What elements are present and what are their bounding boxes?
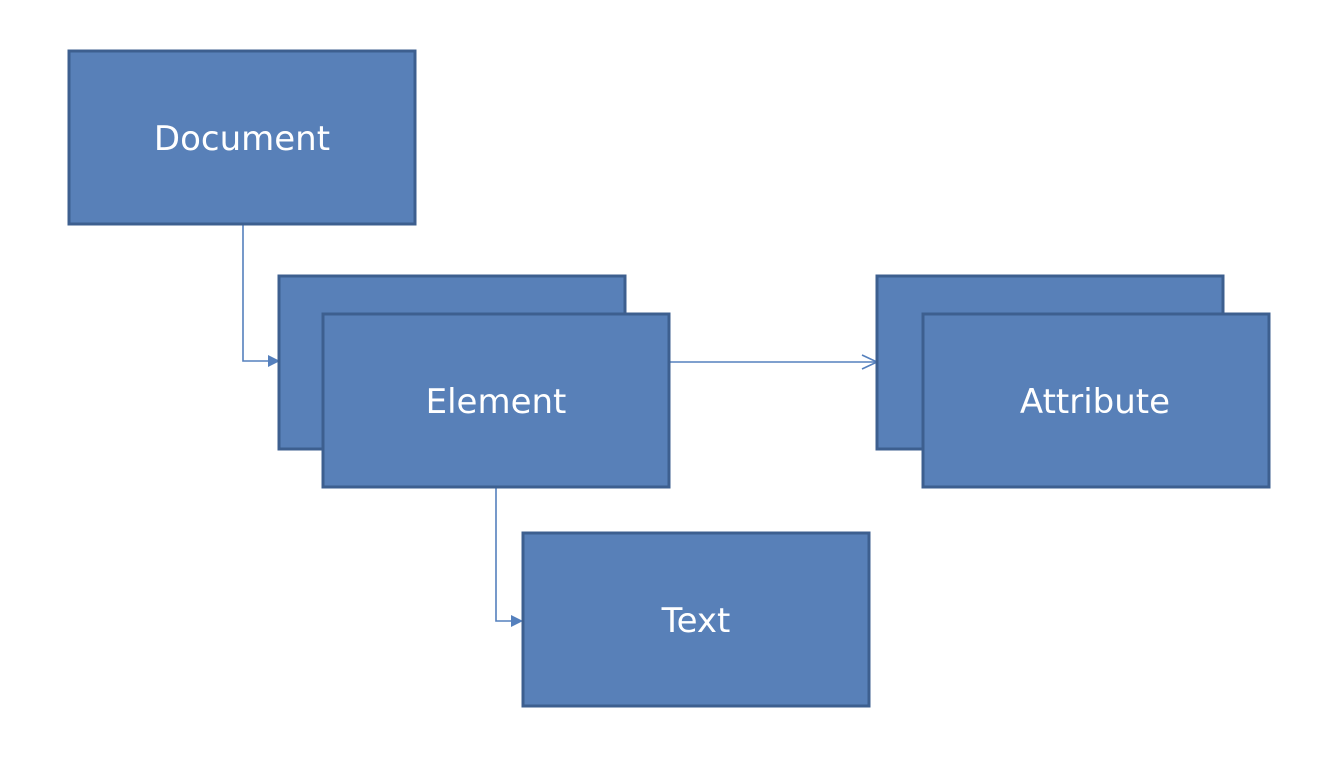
document-label: Document bbox=[154, 119, 330, 159]
document-node: Document bbox=[67, 49, 417, 226]
text-node: Text bbox=[521, 531, 871, 708]
attribute-label: Attribute bbox=[1020, 382, 1170, 422]
connector-document-to-element bbox=[242, 224, 268, 362]
document-box bbox=[67, 49, 417, 226]
connector-element-to-text bbox=[495, 487, 511, 622]
text-box bbox=[521, 531, 871, 708]
arrowhead-element-to-text bbox=[511, 615, 523, 627]
text-label: Text bbox=[661, 601, 731, 641]
arrowhead-document-to-element bbox=[268, 355, 280, 367]
attribute-front-box bbox=[921, 312, 1271, 489]
attribute-node-stack: Attribute bbox=[875, 274, 1271, 489]
element-node-stack: Element bbox=[277, 274, 671, 489]
element-front-box bbox=[321, 312, 671, 489]
element-label: Element bbox=[426, 382, 567, 422]
